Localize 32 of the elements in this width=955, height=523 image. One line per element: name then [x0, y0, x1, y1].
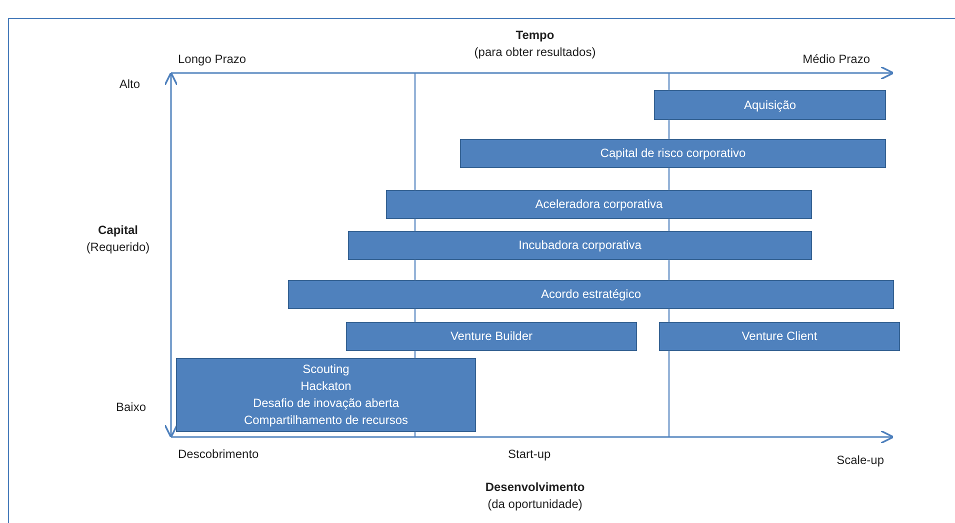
- axis-title: Tempo: [516, 28, 554, 43]
- axis-end-label: Longo Prazo: [178, 52, 246, 67]
- box-label: Acordo estratégico: [540, 286, 642, 303]
- box-label: Scouting: [302, 361, 350, 378]
- bar-box: [288, 280, 894, 309]
- box-label: Capital de risco corporativo: [600, 145, 746, 162]
- axis-end-label: Baixo: [116, 400, 146, 415]
- box-label: Incubadora corporativa: [518, 237, 642, 254]
- axis-end-label: Start-up: [508, 447, 551, 462]
- box-label: Compartilhamento de recursos: [244, 412, 408, 429]
- bar-box: [348, 231, 812, 260]
- axis-end-label: Médio Prazo: [802, 52, 870, 67]
- box-label: Venture Client: [742, 328, 818, 345]
- axis-subtitle: (Requerido): [86, 240, 150, 255]
- box-label: Aceleradora corporativa: [535, 196, 663, 213]
- axis-end-label: Descobrimento: [178, 447, 259, 462]
- bar-box: [659, 322, 900, 351]
- box-label: Aquisição: [744, 96, 796, 114]
- bar-box: [386, 190, 812, 219]
- box-label: Venture Builder: [450, 328, 533, 345]
- axis-end-label: Scale-up: [836, 453, 884, 468]
- axis-title: Desenvolvimento: [485, 480, 585, 495]
- axis-end-label: Alto: [119, 77, 140, 92]
- bar-box: [346, 322, 637, 351]
- bar-box: [176, 358, 476, 432]
- box-label: Hackaton: [300, 378, 352, 395]
- bar-box: [654, 90, 886, 120]
- box-label: Desafio de inovação aberta: [252, 395, 400, 412]
- axis-subtitle: (da oportunidade): [488, 497, 582, 512]
- bar-box: [460, 139, 886, 168]
- axis-subtitle: (para obter resultados): [474, 45, 596, 60]
- axis-title: Capital: [98, 223, 138, 238]
